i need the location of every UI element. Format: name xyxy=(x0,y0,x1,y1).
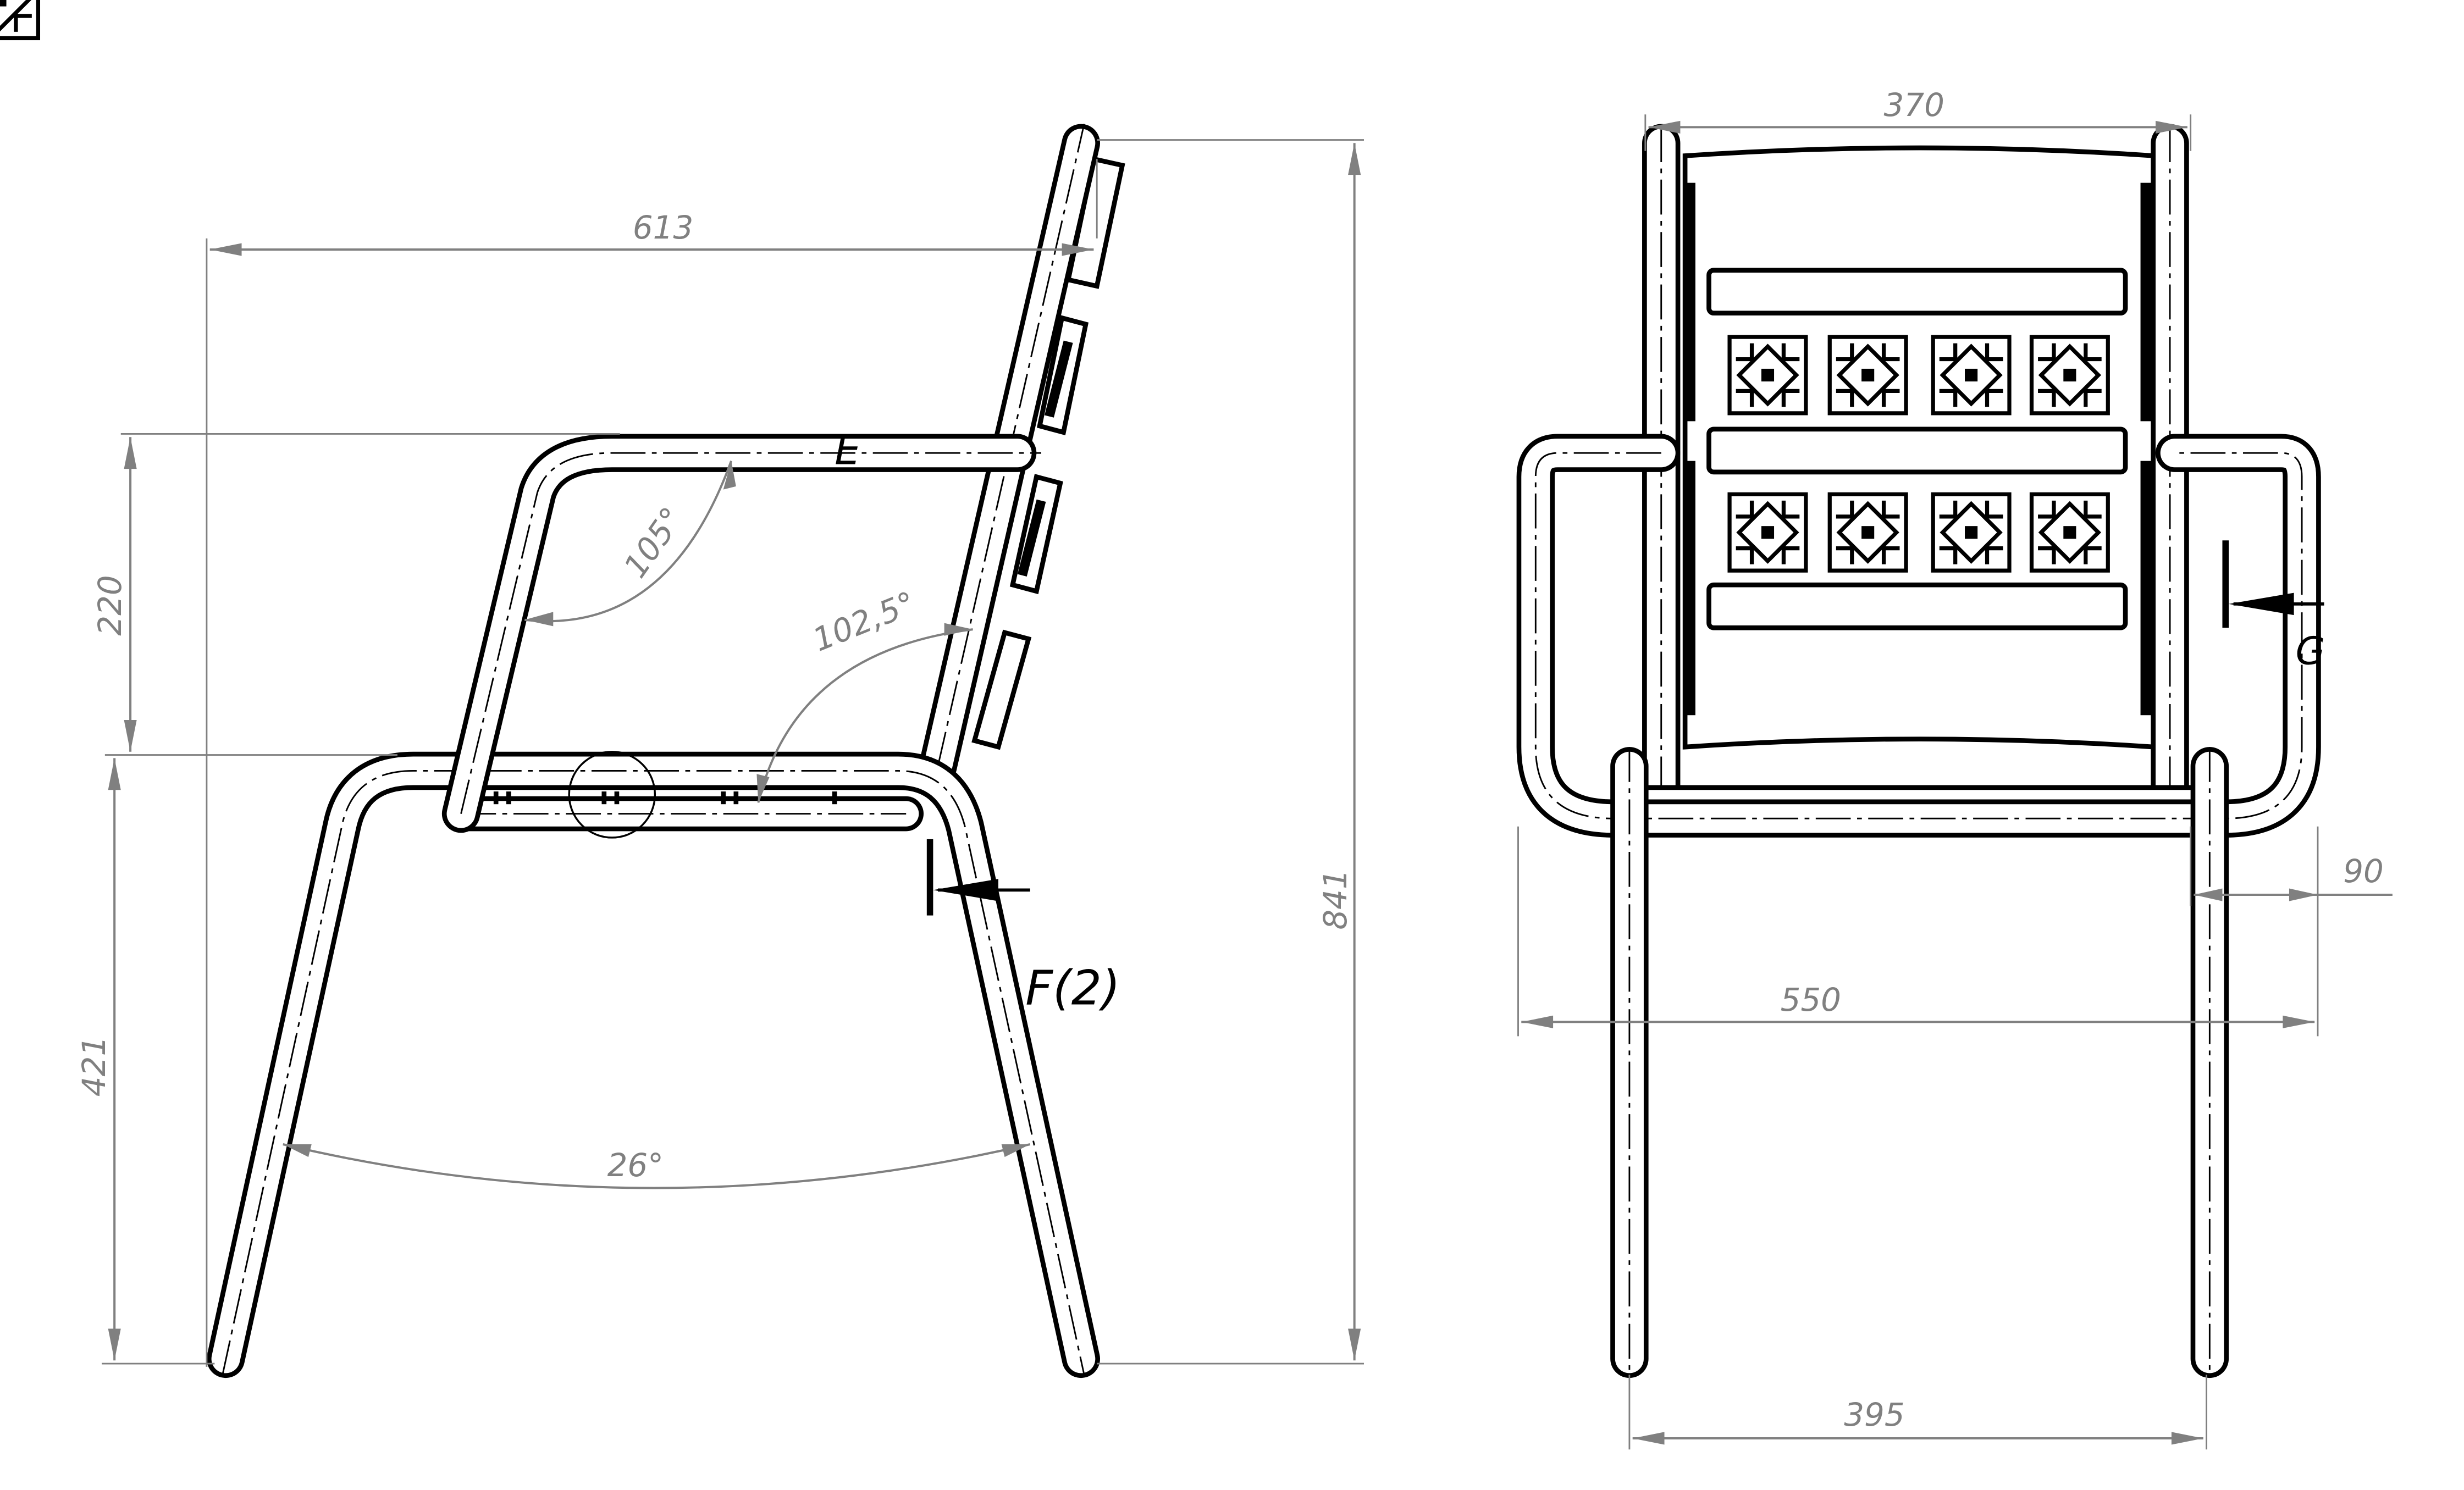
dimension-label: 90 xyxy=(2343,852,2384,890)
legs-front xyxy=(1610,747,2229,1378)
seat-bar xyxy=(443,791,924,832)
dimension-841: 841 xyxy=(1097,139,1364,1365)
dimension-220: 220 xyxy=(91,433,620,756)
armrest xyxy=(441,434,1042,833)
dimension-label: 421 xyxy=(75,1036,113,1096)
armrest-front xyxy=(1516,434,2321,838)
dimension-label: 550 xyxy=(1781,981,1841,1018)
angle-label: 105° xyxy=(616,500,691,584)
seat-leg-frame xyxy=(206,751,1100,1378)
dimension-395: 395 xyxy=(1628,1375,2208,1450)
dimension-613: 613 xyxy=(206,159,1098,1367)
dimension-label: 613 xyxy=(633,209,693,246)
dimension-label: 841 xyxy=(1317,869,1354,929)
dimension-label: 220 xyxy=(91,575,129,635)
ornaments xyxy=(0,0,2108,570)
dimension-370: 370 xyxy=(1644,86,2192,151)
label-e: E xyxy=(835,425,861,474)
back-slats xyxy=(971,156,1125,750)
back-slats-front xyxy=(1706,268,2128,630)
dimension-550: 550 xyxy=(1517,826,2319,1037)
angle-label: 26° xyxy=(607,1146,664,1184)
dimension-label: 395 xyxy=(1844,1396,1904,1433)
dimension-90: 90 xyxy=(2190,826,2393,906)
detail-circle xyxy=(568,751,656,839)
dimension-label: 370 xyxy=(1884,86,1944,124)
side-view: 613 220 421 841 xyxy=(75,124,1364,1378)
section-label-f: F(2) xyxy=(1025,961,1120,1016)
section-marker-f: F(2) xyxy=(926,839,1120,1016)
angle-26: 26° xyxy=(283,1143,1031,1189)
section-label-g: G xyxy=(2295,630,2325,674)
angle-label: 102,5° xyxy=(808,584,921,659)
section-marker-g: G xyxy=(2222,540,2325,674)
dimension-421: 421 xyxy=(75,758,215,1365)
front-view: 370 550 395 90 G xyxy=(0,0,2393,1450)
